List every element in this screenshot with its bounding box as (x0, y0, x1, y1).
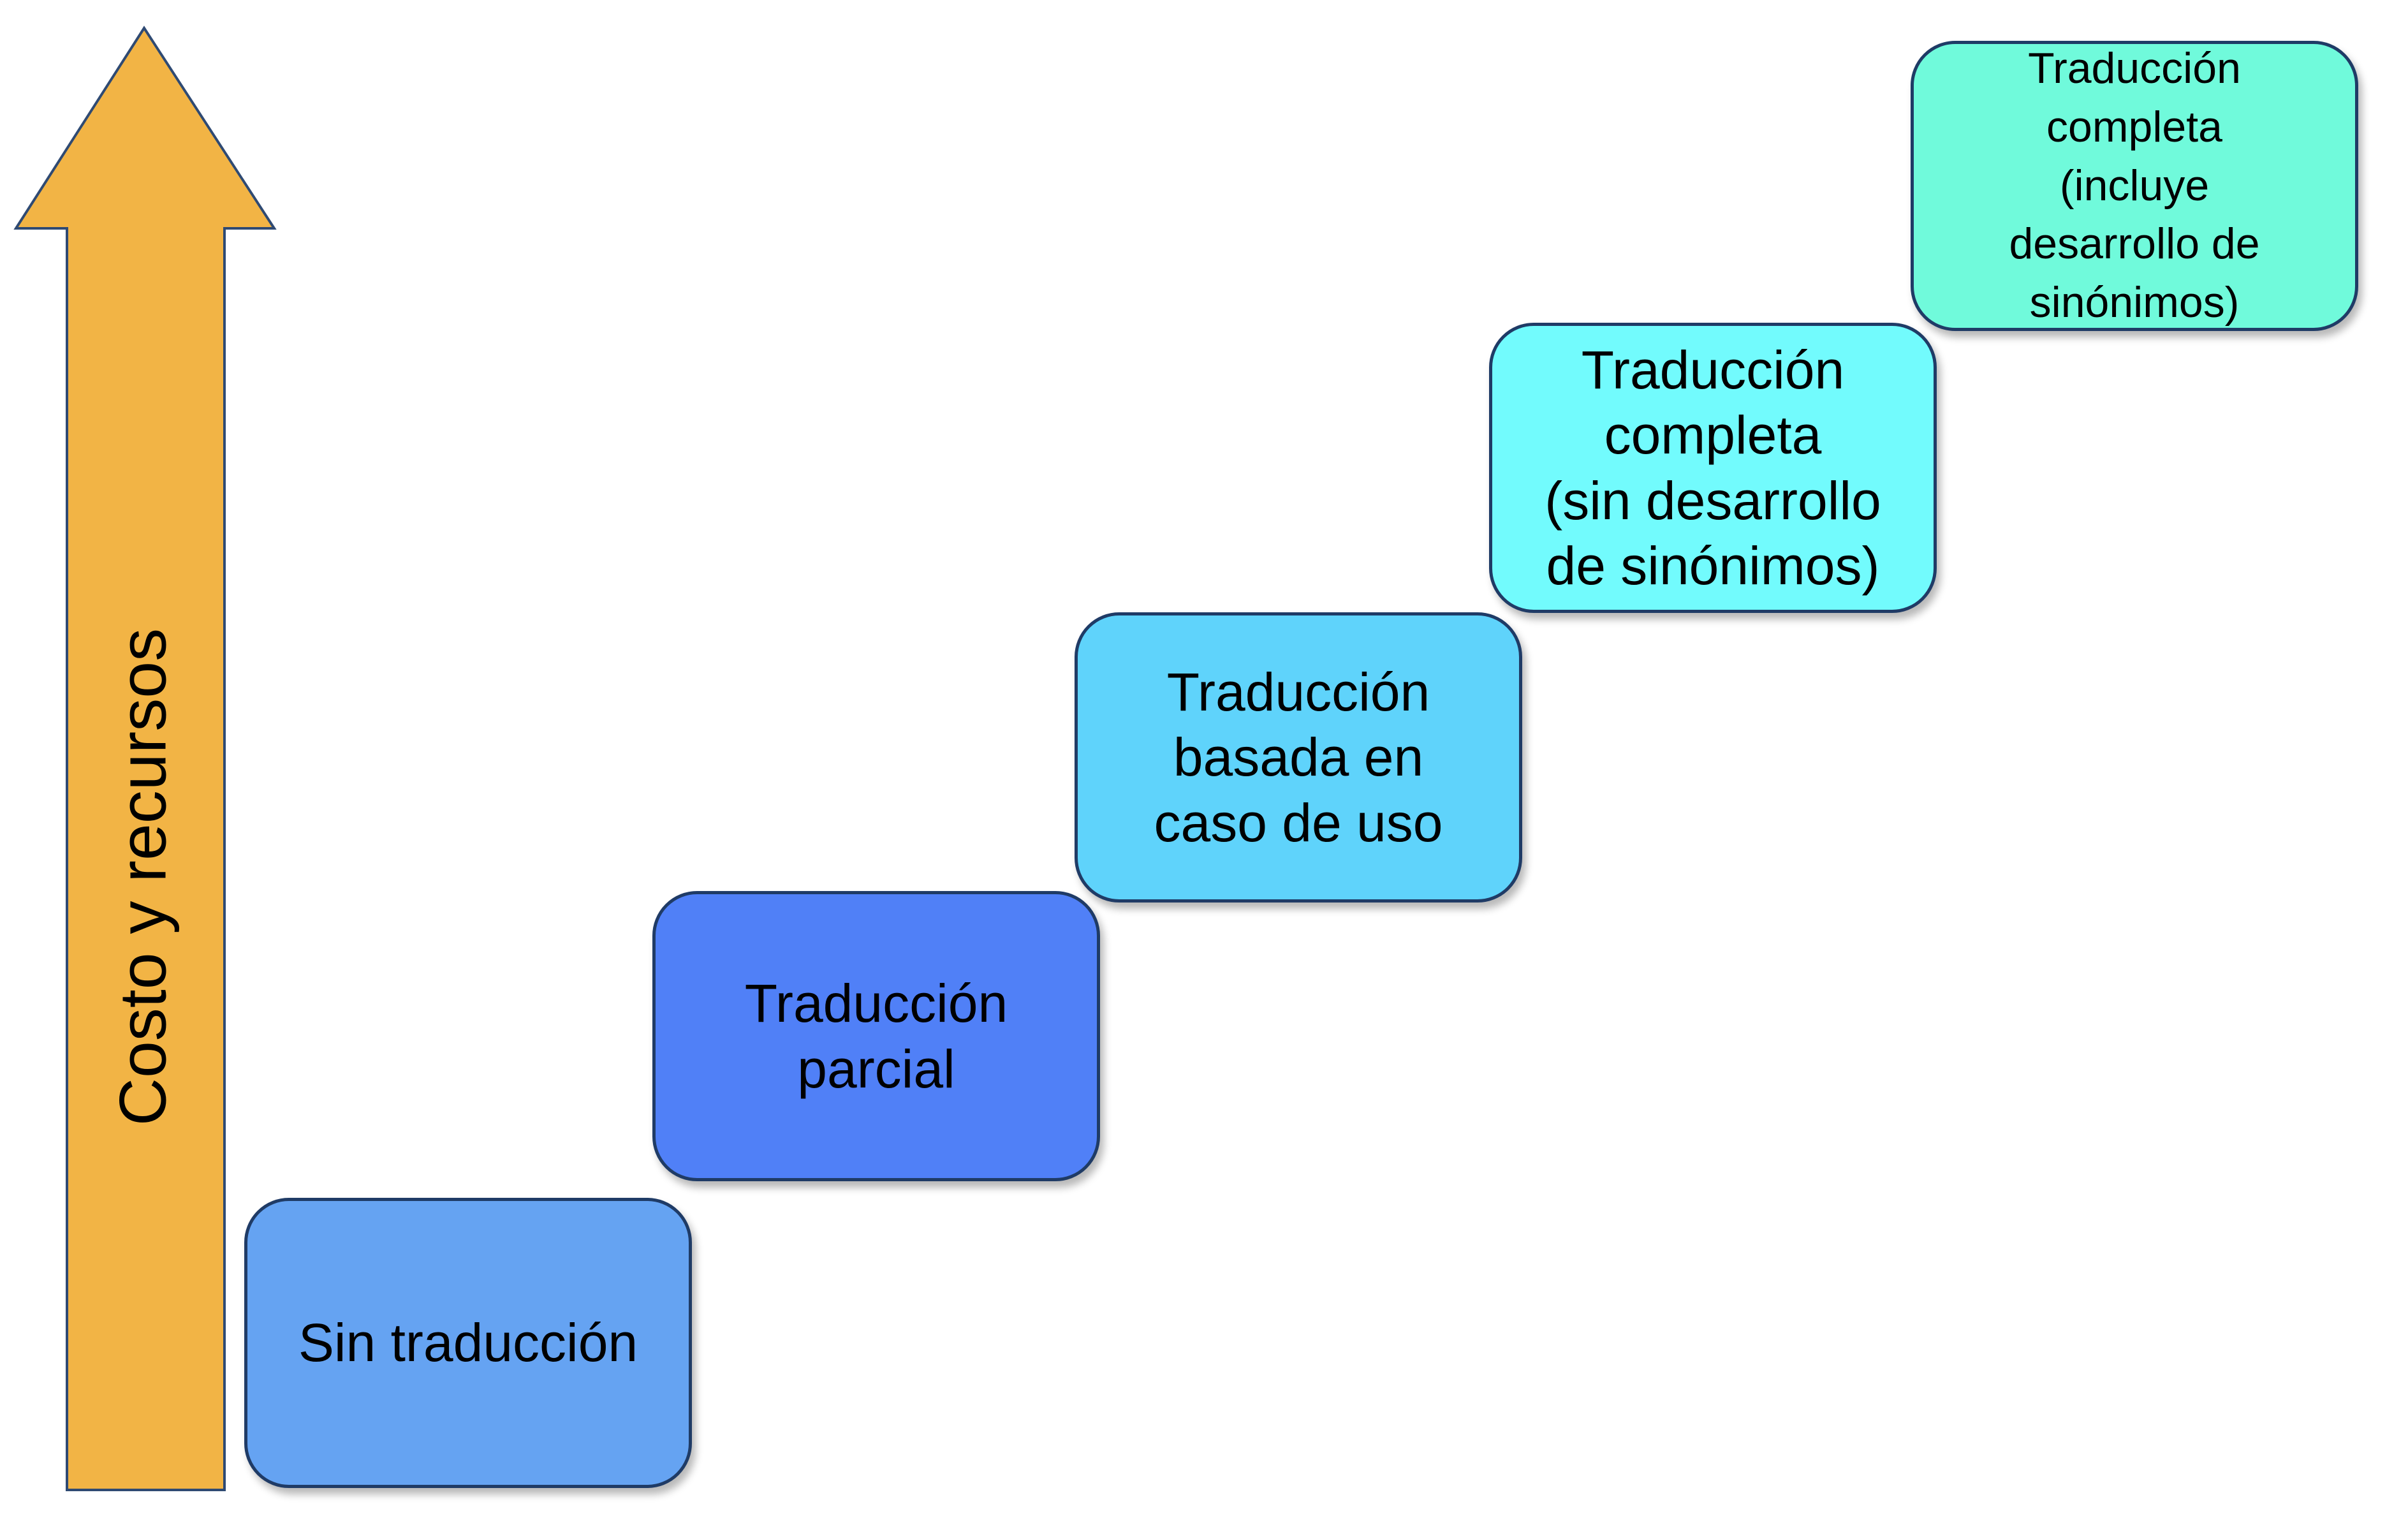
step-label: Traducción completa (incluye desarrollo … (2009, 44, 2260, 327)
axis-label: Costo y recursos (106, 628, 180, 1126)
up-arrow-shape (13, 26, 277, 1491)
step-label: Sin traducción (298, 1313, 638, 1373)
step-label: Traducción basada en caso de uso (1154, 661, 1443, 853)
step-full-translation-with-synonyms: Traducción completa (incluye desarrollo … (1911, 41, 2358, 331)
step-partial-translation: Traducción parcial (652, 891, 1100, 1181)
step-full-translation-no-synonyms: Traducción completa (sin desarrollo de s… (1489, 323, 1937, 613)
step-label: Traducción parcial (744, 973, 1008, 1099)
step-no-translation: Sin traducción (244, 1198, 692, 1488)
step-use-case-translation: Traducción basada en caso de uso (1075, 612, 1522, 903)
step-label: Traducción completa (sin desarrollo de s… (1545, 339, 1881, 596)
